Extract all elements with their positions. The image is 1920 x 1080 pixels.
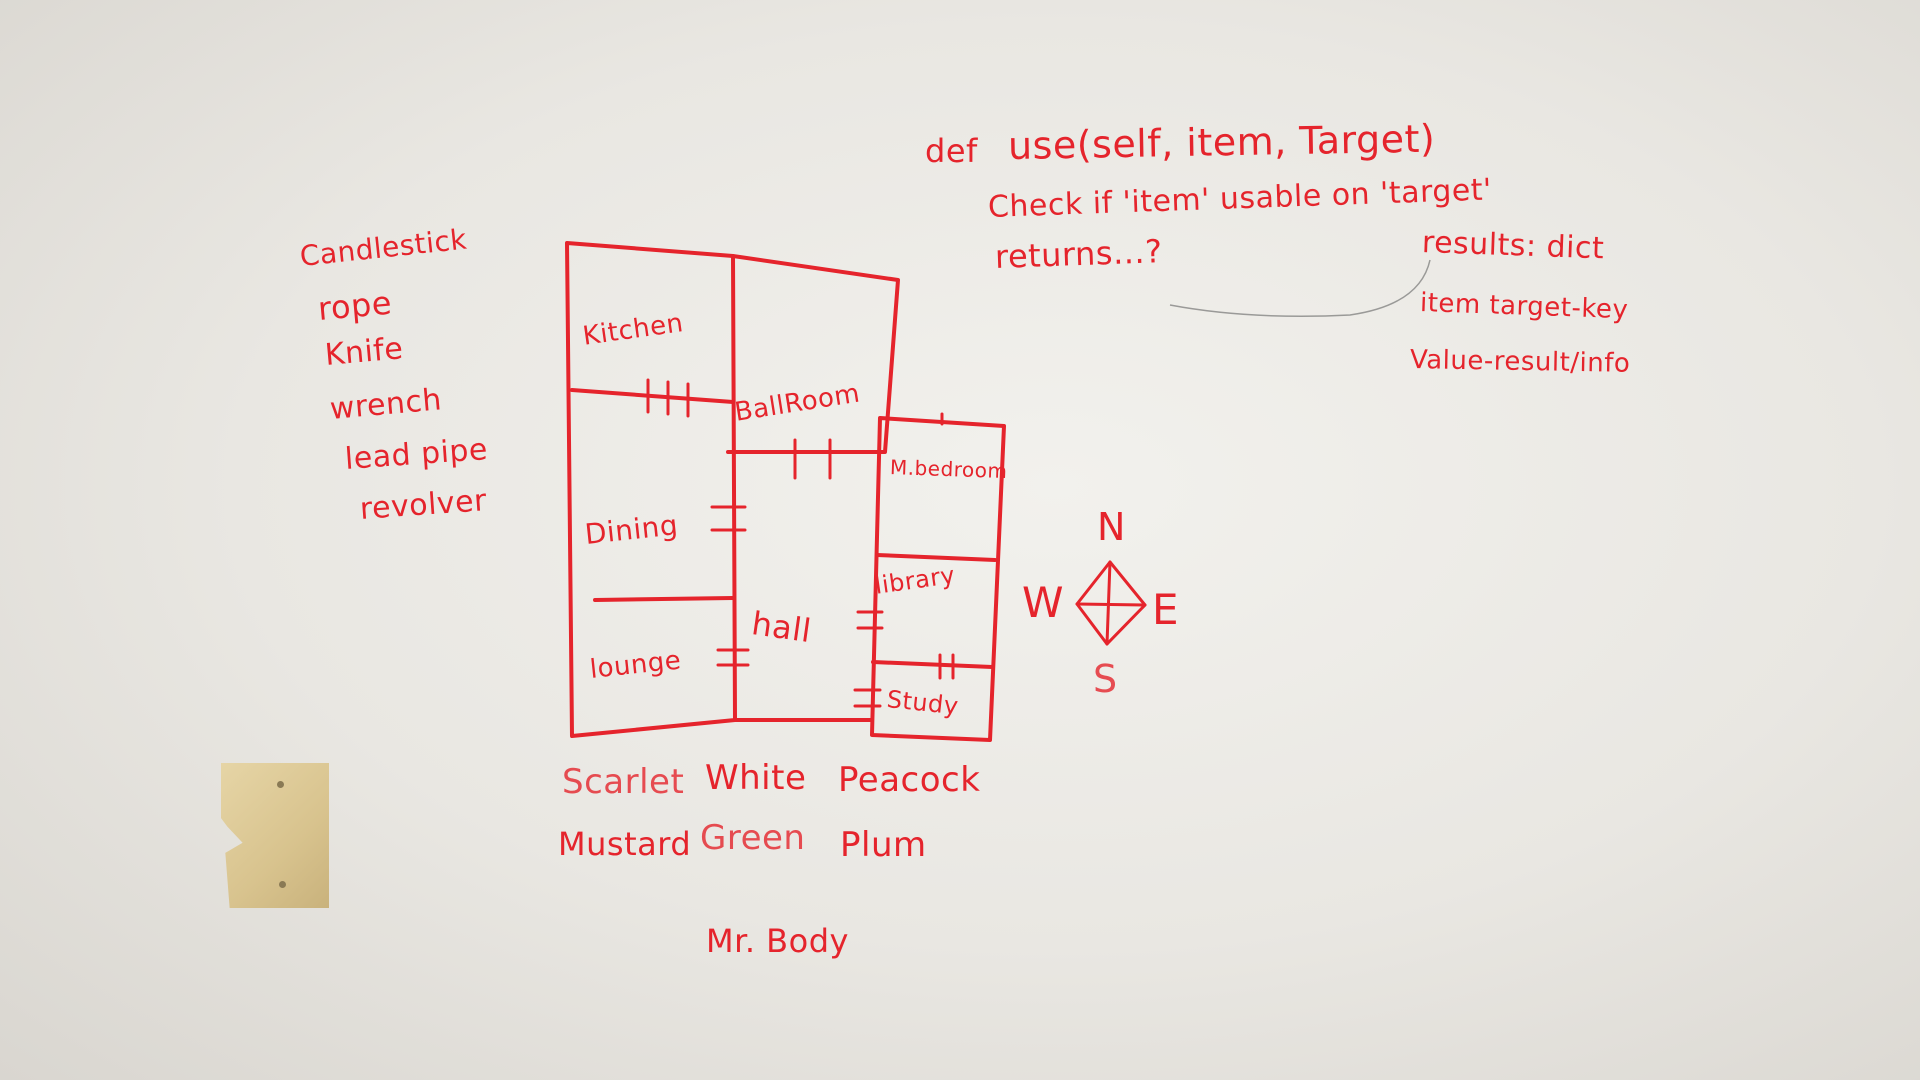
door-hall-study [853, 688, 882, 708]
door-kitchen-ballroom [646, 378, 690, 418]
suspect-peacock: Peacock [838, 760, 981, 800]
wall-bedroom-library [875, 553, 997, 562]
victim-name: Mr. Body [706, 922, 849, 960]
results-line-value: Value-result/info [1409, 345, 1631, 379]
weapon-rope: rope [316, 283, 394, 328]
plan-outline-ballroom [726, 254, 900, 454]
room-hall: hall [749, 604, 814, 651]
door-ballroom-hall [793, 438, 832, 480]
suspect-scarlet: Scarlet [562, 762, 685, 802]
results-title: results: dict [1421, 225, 1605, 267]
plate-screw-top [277, 781, 284, 788]
compass-w: W [1022, 578, 1065, 627]
compass-e: E [1152, 585, 1180, 634]
weapon-knife: Knife [323, 331, 405, 373]
suspect-white: White [705, 758, 807, 798]
suspect-mustard: Mustard [558, 825, 692, 863]
suspect-green: Green [700, 818, 806, 858]
door-dining-hall [710, 505, 747, 532]
compass-rose [1075, 560, 1147, 646]
code-signature: use(self, item, Target) [1007, 116, 1436, 168]
code-def-keyword: def [925, 132, 978, 170]
compass-s: S [1093, 657, 1118, 701]
door-hall-library [856, 610, 884, 630]
wall-kitchen-dining [570, 388, 735, 404]
suspect-plum: Plum [840, 825, 927, 865]
door-lounge-hall [716, 648, 750, 667]
code-line-returns: returns...? [994, 232, 1164, 276]
room-m-bedroom: M.bedroom [889, 455, 1008, 484]
compass-n: N [1097, 505, 1126, 549]
plate-screw-bottom [279, 881, 286, 888]
grey-scribble [1169, 259, 1431, 317]
wall-switch-plate [221, 763, 329, 908]
door-library-study [938, 653, 955, 680]
wall-dining-lounge [593, 596, 735, 602]
wall-library-study [871, 660, 994, 669]
